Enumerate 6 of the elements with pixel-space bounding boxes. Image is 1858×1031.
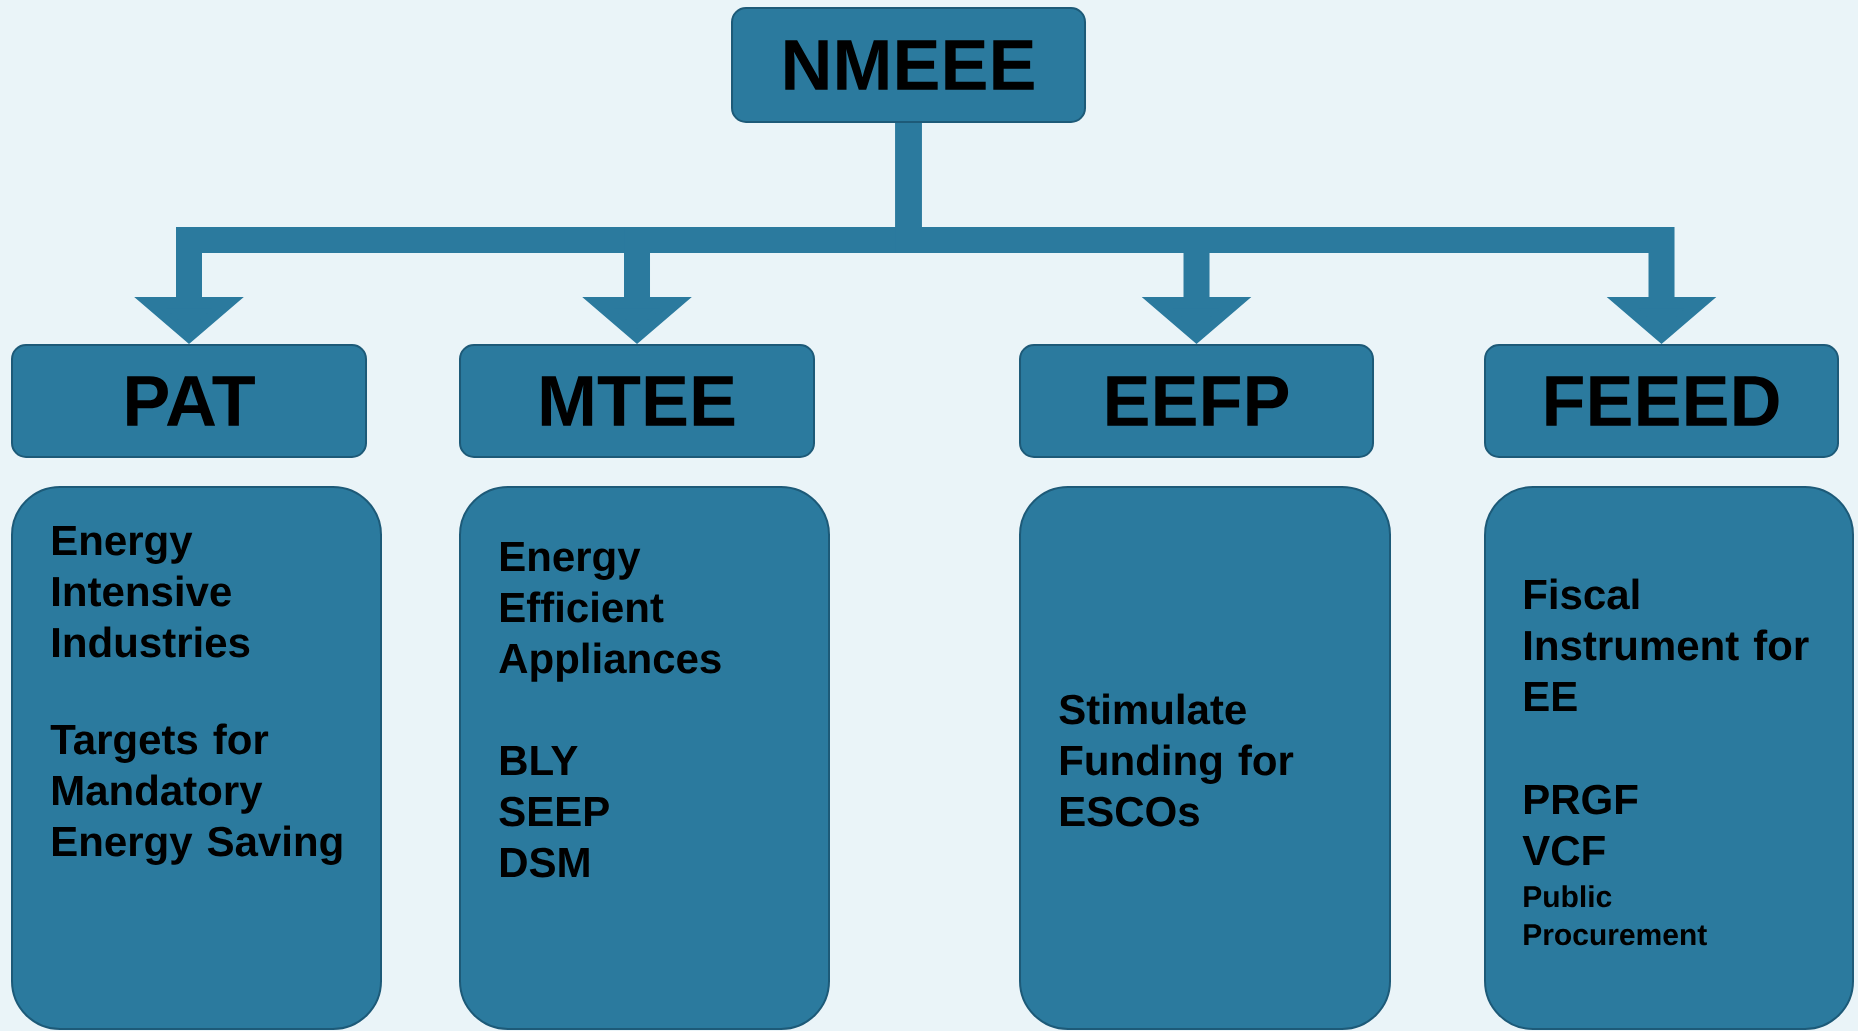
program-box: NMEEE bbox=[731, 7, 1086, 123]
description-panel: Energy Efficient Appliances BLY SEEP DSM bbox=[459, 486, 830, 1030]
description-panel: Energy Intensive Industries Targets for Mandatory Energy Saving bbox=[11, 486, 382, 1030]
description-panel: Fiscal Instrument for EE PRGF VCF Public Procurement bbox=[1484, 486, 1854, 1030]
description-panel: Stimulate Funding for ESCOs bbox=[1019, 486, 1391, 1030]
program-box: FEEED bbox=[1484, 344, 1839, 458]
